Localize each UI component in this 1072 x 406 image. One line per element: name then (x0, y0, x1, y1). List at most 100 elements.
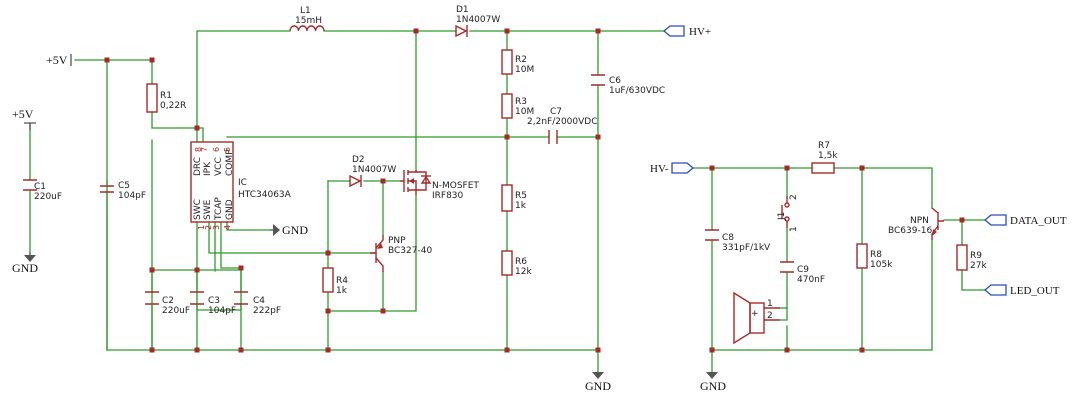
l1-value: 15mH (295, 16, 322, 26)
npn-designator: NPN (910, 216, 929, 226)
ic-pin-label-tcap: TCAP (214, 197, 224, 221)
resistor-r4[interactable]: R4 1k (322, 267, 348, 296)
port-hv-plus[interactable]: HV+ (662, 25, 711, 38)
r3-designator: R3 (515, 97, 527, 107)
diode-d2[interactable]: D2 1N4007W (349, 155, 396, 188)
r2-value: 10M (515, 65, 534, 75)
capacitor-c9[interactable]: C9 470nF (780, 261, 825, 285)
c5-designator: C5 (118, 181, 130, 191)
transistor-pnp-bc327[interactable]: PNP BC327-40 (370, 235, 432, 272)
nmos-value: IRF830 (432, 191, 464, 201)
supply-5v-left: +5V (46, 53, 72, 67)
transistor-npn-bc639[interactable]: NPN BC639-16 (888, 207, 944, 240)
r9-designator: R9 (970, 251, 982, 261)
resistor-r6[interactable]: R6 12k (501, 250, 532, 277)
resistor-r2[interactable]: R2 10M (501, 49, 534, 75)
net-label-gnd-main: GND (585, 379, 611, 393)
svg-text:+: + (751, 309, 759, 319)
net-label-gnd-c1: GND (12, 261, 38, 275)
transistor-nmos-irf830[interactable]: N-MOSFET IRF830 (400, 170, 479, 201)
ground-symbol-main: GND (585, 372, 611, 393)
r8-designator: R8 (870, 250, 882, 260)
resistor-r7[interactable]: R7 1,5k (811, 141, 838, 174)
resistor-r1[interactable]: R1 0,22R (146, 83, 186, 113)
port-led-out[interactable]: LED_OUT (983, 284, 1060, 297)
ic-pin-num-7: 7 (200, 147, 209, 152)
capacitor-c3[interactable]: C3 104pF (190, 291, 236, 316)
ic-pin-label-ipk: IPK (203, 161, 213, 176)
net-label-gnd-right: GND (700, 379, 726, 393)
spk-pin-1: 1 (767, 299, 773, 309)
c7-value: 2,2nF/2000VDC (527, 117, 598, 127)
r8-value: 105k (870, 260, 893, 270)
resistor-r9[interactable]: R9 27k (956, 244, 987, 271)
ic-pin-label-swe: SWE (203, 199, 213, 220)
c2-value: 220uF (162, 306, 190, 316)
j1-designator: J1 (777, 212, 787, 221)
capacitor-c2[interactable]: C2 220uF (145, 291, 190, 316)
c7-designator: C7 (550, 107, 562, 117)
ground-symbol-ic: GND (270, 223, 308, 237)
ic-pin-label-vcc: VCC (214, 157, 224, 176)
r7-designator: R7 (818, 141, 830, 151)
r1-designator: R1 (160, 91, 172, 101)
npn-value: BC639-16 (888, 226, 932, 236)
capacitor-c6[interactable]: C6 1uF/630VDC (591, 74, 665, 96)
r6-value: 12k (515, 267, 532, 277)
c6-value: 1uF/630VDC (609, 86, 665, 96)
c8-value: 331pF/1kV (722, 243, 771, 253)
spk-pin-2: 2 (767, 311, 773, 321)
ic-pin-label-comp: COMP (225, 149, 235, 176)
ic-htc34063a[interactable]: IC HTC34063A DRC IPK VCC COMP 8 7 6 5 SW… (190, 141, 292, 230)
supply-5v-top: +5V (12, 107, 36, 130)
c4-designator: C4 (253, 296, 265, 306)
capacitor-c1[interactable]: C1 220uF (23, 179, 62, 202)
d1-designator: D1 (456, 5, 469, 15)
capacitor-c4[interactable]: C4 222pF (234, 291, 281, 316)
c4-value: 222pF (253, 306, 281, 316)
port-label-data-out: DATA_OUT (1010, 215, 1067, 227)
capacitor-c5[interactable]: C5 104pF (100, 181, 146, 201)
c2-designator: C2 (162, 296, 174, 306)
d2-value: 1N4007W (352, 165, 396, 175)
net-label-5v-left: +5V (46, 53, 68, 67)
j1-pin-2: 2 (789, 194, 799, 200)
resistor-r5[interactable]: R5 1k (501, 184, 527, 212)
r1-value: 0,22R (160, 101, 186, 111)
port-hv-minus[interactable]: HV- (650, 162, 695, 175)
port-data-out[interactable]: DATA_OUT (983, 214, 1067, 227)
j1-pin-1: 1 (789, 226, 799, 232)
r9-value: 27k (970, 261, 987, 271)
wires-left (29, 30, 665, 373)
ic-pin-num-4: 4 (223, 225, 232, 230)
r7-value: 1,5k (818, 151, 838, 161)
ground-symbol-c1: GND (12, 252, 38, 275)
resistor-r3[interactable]: R3 10M (501, 93, 534, 119)
c5-value: 104pF (118, 191, 146, 201)
c1-designator: C1 (34, 182, 46, 192)
ic-pin-num-5: 5 (223, 147, 232, 152)
diode-d1[interactable]: D1 1N4007W (455, 5, 500, 38)
c9-designator: C9 (797, 265, 809, 275)
port-label-led-out: LED_OUT (1010, 285, 1060, 297)
inductor-l1[interactable]: L1 15mH (289, 6, 325, 32)
port-label-hv-plus: HV+ (689, 26, 711, 38)
net-label-gnd-ic: GND (282, 223, 308, 237)
c3-designator: C3 (208, 296, 220, 306)
r5-value: 1k (515, 201, 527, 211)
d2-designator: D2 (352, 155, 365, 165)
ic-designator: IC (238, 178, 247, 188)
d1-value: 1N4007W (456, 15, 500, 25)
capacitor-c8[interactable]: C8 331pF/1kV (705, 229, 771, 253)
capacitor-c7[interactable]: C7 2,2nF/2000VDC (527, 107, 598, 144)
c6-designator: C6 (609, 76, 621, 86)
net-label-5v-top: +5V (12, 107, 34, 121)
connector-j1[interactable]: J1 2 1 (777, 194, 799, 232)
piezo-speaker[interactable]: + 1 2 (733, 291, 780, 345)
ic-pin-label-drc: DRC (193, 157, 203, 176)
c9-value: 470nF (797, 275, 825, 285)
resistor-r8[interactable]: R8 105k (856, 243, 893, 270)
ic-pin-num-1: 1 (197, 225, 206, 230)
ground-symbol-right: GND (700, 372, 726, 393)
